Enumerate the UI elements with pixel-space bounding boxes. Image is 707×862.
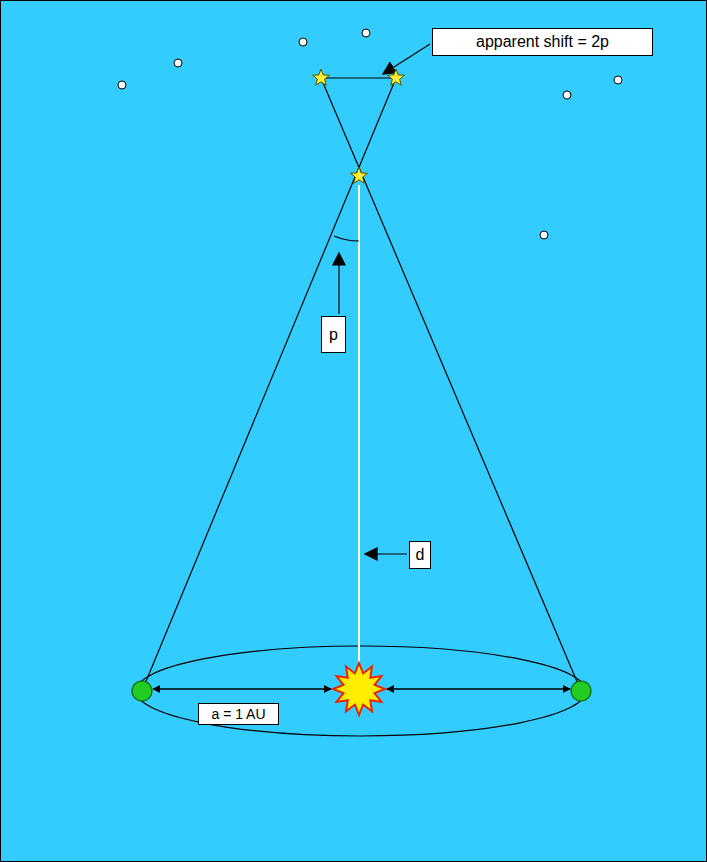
sun: [333, 663, 385, 715]
distance-line: [358, 185, 360, 665]
angle-label-box: p: [321, 316, 346, 353]
apparent-star: [312, 69, 329, 85]
shift-pointer: [383, 44, 430, 74]
label-text: a = 1 AU: [211, 706, 265, 722]
p-pointer: [338, 253, 339, 314]
earth: [132, 681, 152, 701]
au-arrow: [387, 688, 570, 690]
d-pointer: [365, 553, 407, 554]
au-arrow: [153, 688, 331, 690]
earth: [571, 681, 591, 701]
sight-lines: [142, 78, 581, 691]
apparent-star: [387, 69, 404, 85]
shift-label-box: apparent shift = 2p: [432, 28, 653, 56]
earth-orbit: [136, 646, 586, 736]
star: [350, 167, 367, 183]
label-text: p: [329, 326, 338, 344]
angle-arc: [334, 236, 359, 241]
au-label-box: a = 1 AU: [198, 703, 279, 725]
label-text: apparent shift = 2p: [476, 33, 609, 51]
distance-label-box: d: [409, 541, 431, 569]
label-text: d: [416, 546, 425, 564]
background-stars: [118, 29, 622, 239]
